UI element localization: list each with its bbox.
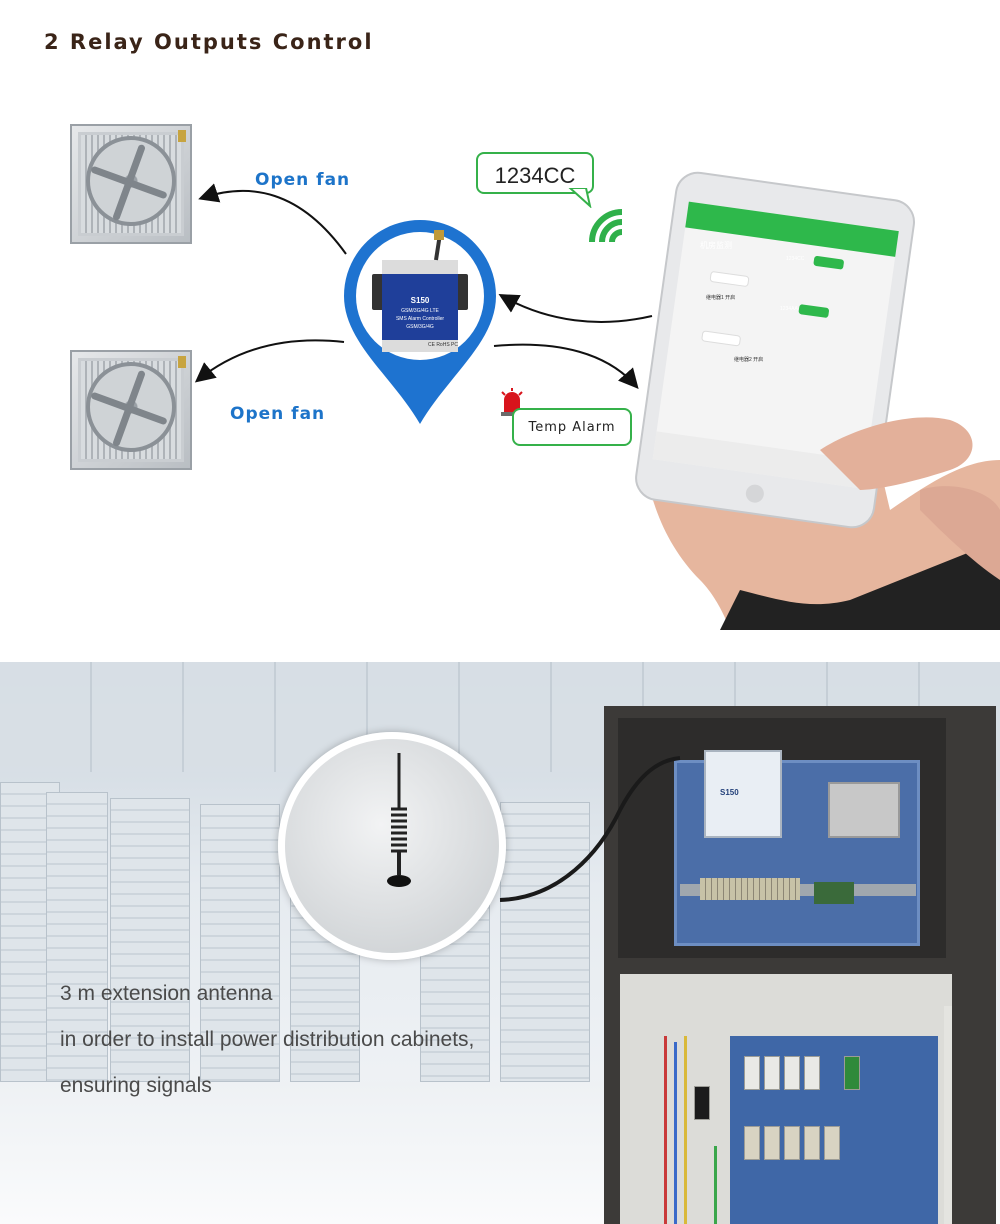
open-fan-label-bottom: Open fan <box>230 404 326 424</box>
caption-line-3: ensuring signals <box>60 1074 212 1097</box>
s150-controller: S150 <box>704 750 782 838</box>
fan-label-plate <box>178 130 186 142</box>
circuit-breaker <box>784 1056 800 1090</box>
distribution-cabinet: S150 <box>604 706 996 1224</box>
phone-chat-title: 机房监测 <box>700 241 732 250</box>
phone-in-hand <box>635 171 1000 630</box>
cable-bundle <box>944 1006 952 1224</box>
fan-label-plate <box>178 356 186 368</box>
arrow-to-fan-bottom <box>194 339 345 383</box>
bubble-tail <box>568 188 592 208</box>
temp-alarm-bubble: Temp Alarm <box>512 408 632 446</box>
device-model: S150 <box>410 296 430 305</box>
phone-recv-msg-1: 继电器1 开启 <box>706 295 736 301</box>
flow-arrows <box>194 183 653 390</box>
temp-alarm-text: Temp Alarm <box>528 420 616 435</box>
phone-sent-msg-2: 1234AA <box>780 306 798 312</box>
control-module <box>844 1056 860 1090</box>
plc-module <box>814 882 854 904</box>
wire <box>664 1036 667 1224</box>
caption-line-2: in order to install power distribution c… <box>60 1028 475 1051</box>
section-heading: 2 Relay Outputs Control <box>44 30 374 54</box>
phone-recv-msg-2: 继电器2 开启 <box>734 357 764 363</box>
arrow-from-phone <box>498 294 653 323</box>
circuit-breaker <box>764 1056 780 1090</box>
power-supply-unit <box>828 782 900 838</box>
main-breaker <box>694 1086 710 1120</box>
wifi-signal-icon <box>589 209 623 243</box>
server-rack <box>46 792 108 1082</box>
exhaust-fan-top <box>70 124 192 244</box>
circuit-breaker <box>784 1126 800 1160</box>
circuit-breaker <box>744 1056 760 1090</box>
caption-line-1: 3 m extension antenna <box>60 982 273 1005</box>
antenna-closeup <box>278 732 506 960</box>
device-line3: GSM/3G/4G <box>406 324 434 330</box>
circuit-breaker <box>804 1056 820 1090</box>
circuit-breaker <box>824 1126 840 1160</box>
device-cert: CE RoHS PC <box>427 342 458 348</box>
antenna-icon <box>387 753 411 887</box>
server-rack <box>110 798 190 1082</box>
sms-command-bubble: 1234CC <box>476 152 594 194</box>
arrow-to-phone <box>493 343 639 390</box>
wire <box>674 1042 677 1224</box>
antenna-cable <box>499 756 681 902</box>
relay-control-section: 2 Relay Outputs Control Open fan Open fa… <box>44 30 1000 630</box>
exhaust-fan-bottom <box>70 350 192 470</box>
circuit-breaker <box>804 1126 820 1160</box>
arrow-to-fan-top <box>198 183 347 255</box>
wire <box>714 1146 717 1224</box>
device-line2: SMS Alarm Controller <box>395 316 445 322</box>
sms-command-text: 1234CC <box>494 163 576 188</box>
open-fan-label-top: Open fan <box>255 170 351 190</box>
circuit-breaker <box>764 1126 780 1160</box>
circuit-breaker <box>744 1126 760 1160</box>
terminal-block <box>700 878 800 900</box>
phone-sent-msg-1: 1234CC <box>786 256 805 262</box>
wire <box>684 1036 687 1224</box>
location-pin-icon <box>344 220 496 424</box>
antenna-section: S150 <box>0 662 1000 1224</box>
server-rack <box>500 802 590 1082</box>
server-rack <box>200 804 280 1082</box>
device-line1: GSM/3G/4G LTE <box>401 308 439 314</box>
s150-device <box>372 230 468 352</box>
controller-model: S150 <box>720 788 739 797</box>
